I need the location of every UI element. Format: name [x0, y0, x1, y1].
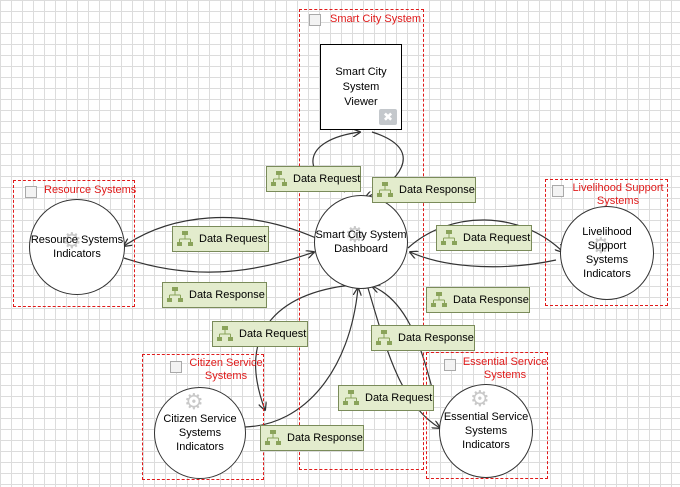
message-citizen-request[interactable]: Data Request [212, 321, 308, 347]
message-resource-request[interactable]: Data Request [172, 226, 269, 252]
message-flow-icon [264, 429, 282, 447]
gear-icon: ⚙ [345, 222, 365, 247]
node-label: Smart City System Viewer [335, 65, 387, 108]
node-label: Citizen Service Systems Indicators [163, 413, 237, 453]
message-citizen-response[interactable]: Data Response [260, 425, 364, 451]
message-livelihood-request[interactable]: Data Request [436, 225, 532, 251]
group-citizen[interactable] [142, 354, 264, 480]
message-flow-icon [342, 389, 360, 407]
group-title-livelihood: Livelihood Support Systems [572, 182, 664, 207]
message-flow-icon [376, 181, 394, 199]
frame-icon [309, 14, 321, 26]
message-viewer-response[interactable]: Data Response [372, 177, 476, 203]
node-livelihood-indicators[interactable]: ⚙ Livelihood Support Systems Indicators [560, 206, 654, 300]
message-label: Data Request [239, 328, 307, 340]
group-livelihood[interactable] [545, 179, 668, 306]
message-label: Data Response [398, 332, 474, 344]
message-label: Data Response [189, 289, 265, 301]
close-window-icon: ✖ [379, 109, 397, 125]
node-label: Resource Systems Indicators [30, 234, 124, 260]
group-title-citizen: Citizen Service Systems [189, 357, 263, 382]
group-title-essential: Essential Service Systems [462, 356, 548, 381]
gear-icon: ⚙ [591, 233, 611, 258]
message-flow-icon [166, 286, 184, 304]
node-resource-indicators[interactable]: ⚙ Resource Systems Indicators [29, 199, 125, 295]
frame-icon [552, 185, 564, 197]
node-citizen-indicators[interactable]: ⚙ Citizen Service Systems Indicators [154, 387, 246, 479]
connector-resource-response [123, 252, 314, 273]
message-livelihood-response[interactable]: Data Response [426, 287, 530, 313]
message-label: Data Request [365, 392, 433, 404]
node-label: Smart City System Dashboard [315, 229, 407, 255]
message-label: Data Response [399, 184, 475, 196]
message-essential-request[interactable]: Data Request [338, 385, 434, 411]
frame-icon [25, 186, 37, 198]
group-resource[interactable] [13, 180, 135, 307]
node-label: Livelihood Support Systems Indicators [582, 226, 632, 280]
connector-essential-request [367, 287, 440, 428]
group-smart-city[interactable] [299, 9, 424, 470]
message-label: Data Response [287, 432, 363, 444]
group-title-resource: Resource Systems [44, 184, 137, 196]
message-label: Data Response [453, 294, 529, 306]
group-title-smart-city: Smart City System [330, 13, 422, 25]
gear-icon: ⚙ [184, 389, 204, 414]
connector-livelihood-request [407, 219, 563, 252]
message-viewer-request[interactable]: Data Request [266, 166, 361, 192]
frame-icon [170, 361, 182, 373]
message-label: Data Request [463, 232, 531, 244]
group-essential[interactable] [426, 352, 548, 479]
message-flow-icon [216, 325, 234, 343]
connector-essential-response [372, 286, 434, 393]
connector-citizen-request [255, 283, 363, 410]
message-flow-icon [270, 170, 288, 188]
message-flow-icon [176, 230, 194, 248]
connector-livelihood-response [410, 252, 557, 268]
message-label: Data Request [199, 233, 267, 245]
node-dashboard[interactable]: ⚙ Smart City System Dashboard [314, 195, 408, 289]
node-label: Essential Service Systems Indicators [443, 411, 529, 451]
message-flow-icon [375, 329, 393, 347]
gear-icon: ⚙ [62, 228, 82, 253]
node-essential-indicators[interactable]: ⚙ Essential Service Systems Indicators [439, 384, 533, 478]
frame-icon [444, 359, 456, 371]
message-flow-icon [440, 229, 458, 247]
connector-resource-request [124, 217, 317, 246]
gear-icon: ⚙ [470, 386, 490, 411]
message-resource-response[interactable]: Data Response [162, 282, 267, 308]
node-smart-city-viewer[interactable]: Smart City System Viewer ✖ [320, 44, 402, 130]
message-flow-icon [430, 291, 448, 309]
message-label: Data Request [293, 173, 361, 185]
message-essential-response[interactable]: Data Response [371, 325, 475, 351]
connector-citizen-response [244, 288, 358, 428]
